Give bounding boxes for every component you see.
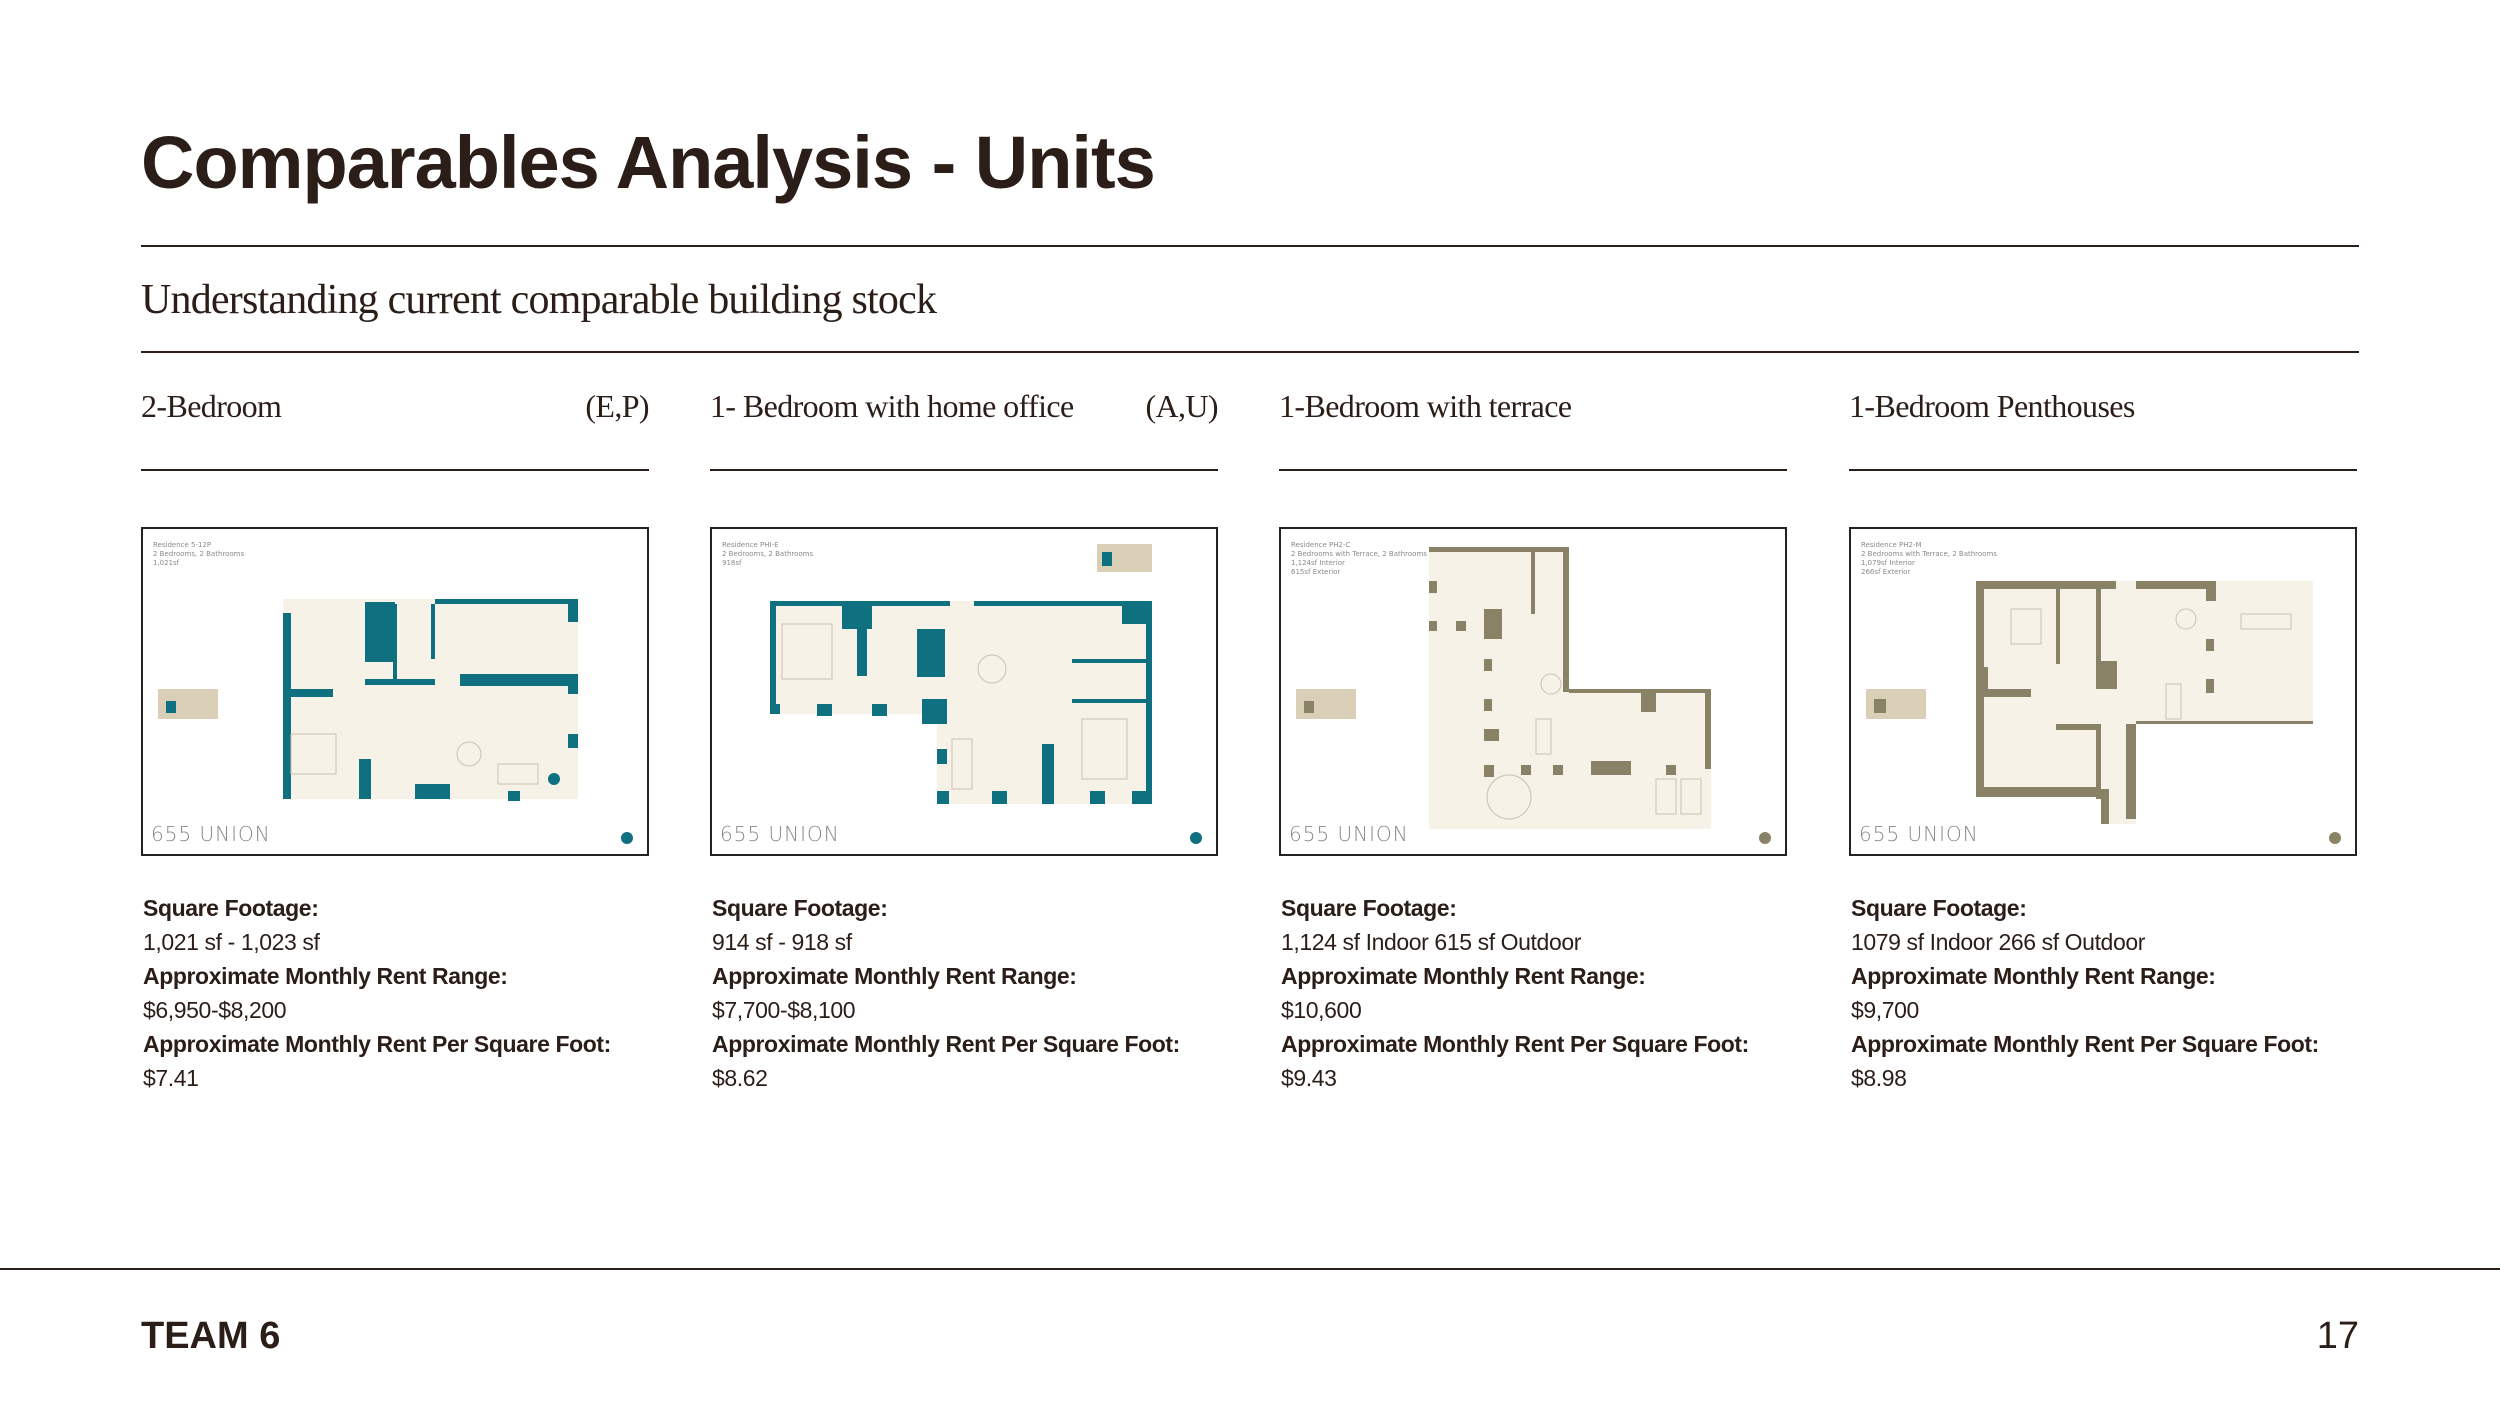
rent-range-label: Approximate Monthly Rent Range: [1281, 963, 1646, 989]
floor-plan-drawing-icon [1866, 581, 2313, 824]
team-label: TEAM 6 [141, 1315, 281, 1357]
column-heading: 2-Bedroom (E,P) [141, 388, 650, 438]
square-footage-value: 1079 sf Indoor 266 sf Outdoor [1851, 929, 2145, 955]
rent-range-value: $10,600 [1281, 997, 1362, 1023]
square-footage-value: 1,124 sf Indoor 615 sf Outdoor [1281, 929, 1581, 955]
plan-caption: Residence PH2-M 2 Bedrooms with Terrace,… [1861, 541, 1997, 577]
rent-psf-label: Approximate Monthly Rent Per Square Foot… [143, 1031, 611, 1057]
title-divider [141, 245, 2359, 247]
plan-residence-label: Residence PH2-C [1291, 541, 1351, 549]
column-divider [1279, 469, 1787, 471]
unit-type-label: 1- Bedroom with home office [710, 388, 1074, 424]
rent-range-label: Approximate Monthly Rent Range: [1851, 963, 2216, 989]
plan-caption: Residence PH2-C 2 Bedrooms with Terrace,… [1291, 541, 1427, 577]
plan-rooms-label: 2 Bedrooms, 2 Bathrooms [153, 550, 245, 558]
brand-logo-text: 655 UNION [720, 822, 840, 846]
plan-area-label: 1,021sf [153, 559, 180, 567]
plan-rooms-label: 2 Bedrooms with Terrace, 2 Bathrooms [1291, 550, 1427, 558]
plan-rooms-label: 2 Bedrooms, 2 Bathrooms [722, 550, 814, 558]
page-title: Comparables Analysis - Units [141, 121, 1156, 204]
floor-plan-image: Residence 5-12P 2 Bedrooms, 2 Bathrooms … [141, 527, 649, 856]
unit-stats: Square Footage: 1,124 sf Indoor 615 sf O… [1281, 891, 1801, 1095]
unit-type-label: 1-Bedroom Penthouses [1849, 388, 2135, 424]
plan-caption: Residence 5-12P 2 Bedrooms, 2 Bathrooms … [153, 541, 244, 568]
square-footage-label: Square Footage: [712, 895, 888, 921]
comparable-column-2-bedroom: 2-Bedroom (E,P) [141, 388, 650, 1091]
unit-letters-tag: (E,P) [585, 388, 649, 424]
rent-psf-value: $9.43 [1281, 1065, 1337, 1091]
comparable-column-1-bedroom-terrace: 1-Bedroom with terrace [1279, 388, 1787, 1091]
comparable-column-1-bedroom-home-office: 1- Bedroom with home office (A,U) [710, 388, 1219, 1091]
plan-exterior-area-label: 615sf Exterior [1291, 568, 1341, 576]
column-heading: 1-Bedroom with terrace [1279, 388, 1787, 438]
rent-psf-value: $7.41 [143, 1065, 199, 1091]
unit-stats: Square Footage: 1079 sf Indoor 266 sf Ou… [1851, 891, 2371, 1095]
brand-logo-icon [1759, 832, 1771, 844]
brand-logo-icon [621, 832, 633, 844]
unit-stats: Square Footage: 1,021 sf - 1,023 sf Appr… [143, 891, 663, 1095]
brand-logo-icon [1190, 832, 1202, 844]
floor-plan-image: Residence PH2-C 2 Bedrooms with Terrace,… [1279, 527, 1787, 856]
brand-logo-text: 655 UNION [1859, 822, 1979, 846]
rent-psf-label: Approximate Monthly Rent Per Square Foot… [1281, 1031, 1749, 1057]
plan-residence-label: Residence PH2-M [1861, 541, 1922, 549]
plan-area-label: 918sf [722, 559, 742, 567]
square-footage-label: Square Footage: [1851, 895, 2027, 921]
rent-psf-value: $8.62 [712, 1065, 768, 1091]
unit-type-label: 2-Bedroom [141, 388, 282, 424]
floor-plan-image: Residence PHI-E 2 Bedrooms, 2 Bathrooms … [710, 527, 1218, 856]
plan-residence-label: Residence 5-12P [153, 541, 212, 549]
rent-psf-label: Approximate Monthly Rent Per Square Foot… [1851, 1031, 2319, 1057]
subtitle-divider [141, 351, 2359, 353]
rent-range-value: $6,950-$8,200 [143, 997, 287, 1023]
brand-logo-text: 655 UNION [151, 822, 271, 846]
rent-range-label: Approximate Monthly Rent Range: [143, 963, 508, 989]
column-heading: 1-Bedroom Penthouses [1849, 388, 2357, 438]
page-subtitle: Understanding current comparable buildin… [141, 277, 937, 323]
column-divider [710, 469, 1218, 471]
plan-exterior-area-label: 266sf Exterior [1861, 568, 1911, 576]
unit-type-label: 1-Bedroom with terrace [1279, 388, 1572, 424]
column-heading: 1- Bedroom with home office (A,U) [710, 388, 1219, 438]
column-divider [1849, 469, 2357, 471]
square-footage-label: Square Footage: [143, 895, 319, 921]
unit-stats: Square Footage: 914 sf - 918 sf Approxim… [712, 891, 1232, 1095]
floor-plan-drawing-icon [1296, 547, 1711, 829]
rent-range-value: $9,700 [1851, 997, 1919, 1023]
unit-letters-tag: (A,U) [1145, 388, 1218, 424]
comparable-column-1-bedroom-penthouses: 1-Bedroom Penthouses [1849, 388, 2357, 1091]
page-number: 17 [2316, 1315, 2359, 1357]
square-footage-value: 914 sf - 918 sf [712, 929, 852, 955]
floor-plan-drawing-icon [158, 599, 578, 801]
rent-psf-label: Approximate Monthly Rent Per Square Foot… [712, 1031, 1180, 1057]
plan-area-label: 1,079sf Interior [1861, 559, 1915, 567]
footer-divider [0, 1268, 2500, 1270]
plan-caption: Residence PHI-E 2 Bedrooms, 2 Bathrooms … [722, 541, 813, 568]
brand-logo-text: 655 UNION [1289, 822, 1409, 846]
floor-plan-drawing-icon [770, 544, 1152, 804]
rent-range-value: $7,700-$8,100 [712, 997, 856, 1023]
plan-residence-label: Residence PHI-E [722, 541, 779, 549]
rent-psf-value: $8.98 [1851, 1065, 1907, 1091]
column-divider [141, 469, 649, 471]
rent-range-label: Approximate Monthly Rent Range: [712, 963, 1077, 989]
square-footage-label: Square Footage: [1281, 895, 1457, 921]
square-footage-value: 1,021 sf - 1,023 sf [143, 929, 320, 955]
brand-logo-icon [2329, 832, 2341, 844]
plan-area-label: 1,124sf Interior [1291, 559, 1345, 567]
floor-plan-image: Residence PH2-M 2 Bedrooms with Terrace,… [1849, 527, 2357, 856]
plan-rooms-label: 2 Bedrooms with Terrace, 2 Bathrooms [1861, 550, 1997, 558]
